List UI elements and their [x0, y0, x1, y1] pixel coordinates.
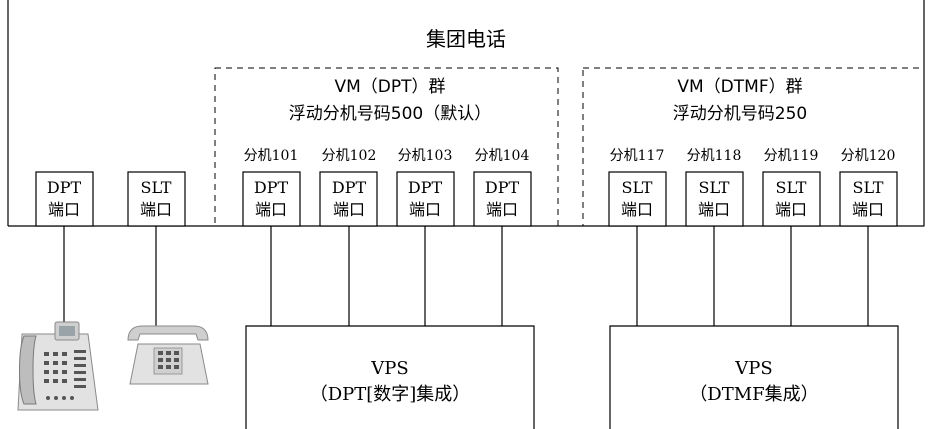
vm-port-104: 分机104 DPT 端口: [473, 148, 532, 227]
port-type-label: SLT: [853, 178, 884, 197]
vps-box-dpt: VPS （DPT[数字]集成）: [245, 325, 535, 429]
port-label: 端口: [255, 200, 287, 219]
port-label: 端口: [48, 200, 80, 219]
port-label: 端口: [621, 200, 653, 219]
port-type-label: DPT: [47, 178, 82, 197]
port-box: [762, 171, 821, 227]
port-type-label: SLT: [776, 178, 807, 197]
extension-label: 分机104: [475, 148, 530, 164]
port-label: 端口: [333, 200, 365, 219]
port-box: [473, 171, 532, 227]
standalone-port-dpt: DPT 端口: [35, 171, 94, 227]
port-type-label: DPT: [485, 178, 520, 197]
port-label: 端口: [775, 200, 807, 219]
port-box: [839, 171, 898, 227]
port-box: [35, 171, 94, 227]
extension-label: 分机118: [687, 148, 742, 164]
vm-group-dpt-floating-number: 浮动分机号码500（默认）: [289, 104, 491, 124]
dpt-phone-icon: [17, 321, 99, 411]
slt-phone-icon: [127, 325, 209, 385]
port-type-label: SLT: [699, 178, 730, 197]
vm-port-103: 分机103 DPT 端口: [396, 148, 455, 227]
port-type-label: SLT: [622, 178, 653, 197]
port-box: [319, 171, 378, 227]
vm-group-dpt-title: VM（DPT）群: [334, 77, 445, 97]
vps-box-outline: [609, 325, 899, 429]
vm-group-dpt-border: [214, 67, 559, 227]
vps-integration-label: （DPT[数字]集成）: [310, 384, 471, 405]
vm-group-dtmf-title: VM（DTMF）群: [677, 77, 802, 97]
vm-port-120: 分机120 SLT 端口: [839, 148, 898, 227]
vm-group-dpt: VM（DPT）群 浮动分机号码500（默认）: [214, 67, 559, 227]
port-box: [127, 171, 186, 227]
port-type-label: DPT: [332, 178, 367, 197]
port-box: [608, 171, 667, 227]
extension-label: 分机102: [322, 148, 377, 164]
extension-label: 分机120: [841, 148, 896, 164]
port-type-label: SLT: [141, 178, 172, 197]
port-box: [396, 171, 455, 227]
port-label: 端口: [852, 200, 884, 219]
extension-label: 分机103: [398, 148, 453, 164]
extension-label: 分机119: [764, 148, 819, 164]
vps-box-dtmf: VPS （DTMF集成）: [609, 325, 899, 429]
port-type-label: DPT: [254, 178, 289, 197]
port-label: 端口: [698, 200, 730, 219]
port-box: [242, 171, 301, 227]
vm-group-dtmf-floating-number: 浮动分机号码250: [673, 104, 807, 124]
vm-group-dtmf: VM（DTMF）群 浮动分机号码250: [582, 67, 925, 227]
extension-label: 分机117: [610, 148, 665, 164]
vm-port-102: 分机102 DPT 端口: [319, 148, 378, 227]
vm-port-117: 分机117 SLT 端口: [608, 148, 667, 227]
vm-group-dtmf-border: [582, 67, 925, 227]
vm-port-118: 分机118 SLT 端口: [685, 148, 744, 227]
vm-port-119: 分机119 SLT 端口: [762, 148, 821, 227]
port-label: 端口: [140, 200, 172, 219]
port-label: 端口: [409, 200, 441, 219]
vm-port-101: 分机101 DPT 端口: [242, 148, 301, 227]
vps-integration-label: （DTMF集成）: [689, 384, 818, 405]
port-type-label: DPT: [408, 178, 443, 197]
vps-label: VPS: [734, 358, 772, 379]
vps-box-outline: [245, 325, 535, 429]
vps-label: VPS: [370, 358, 408, 379]
extension-label: 分机101: [244, 148, 299, 164]
port-label: 端口: [486, 200, 518, 219]
connection-lines: [63, 226, 869, 326]
pbx-title: 集团电话: [426, 27, 506, 51]
standalone-port-slt: SLT 端口: [127, 171, 186, 227]
